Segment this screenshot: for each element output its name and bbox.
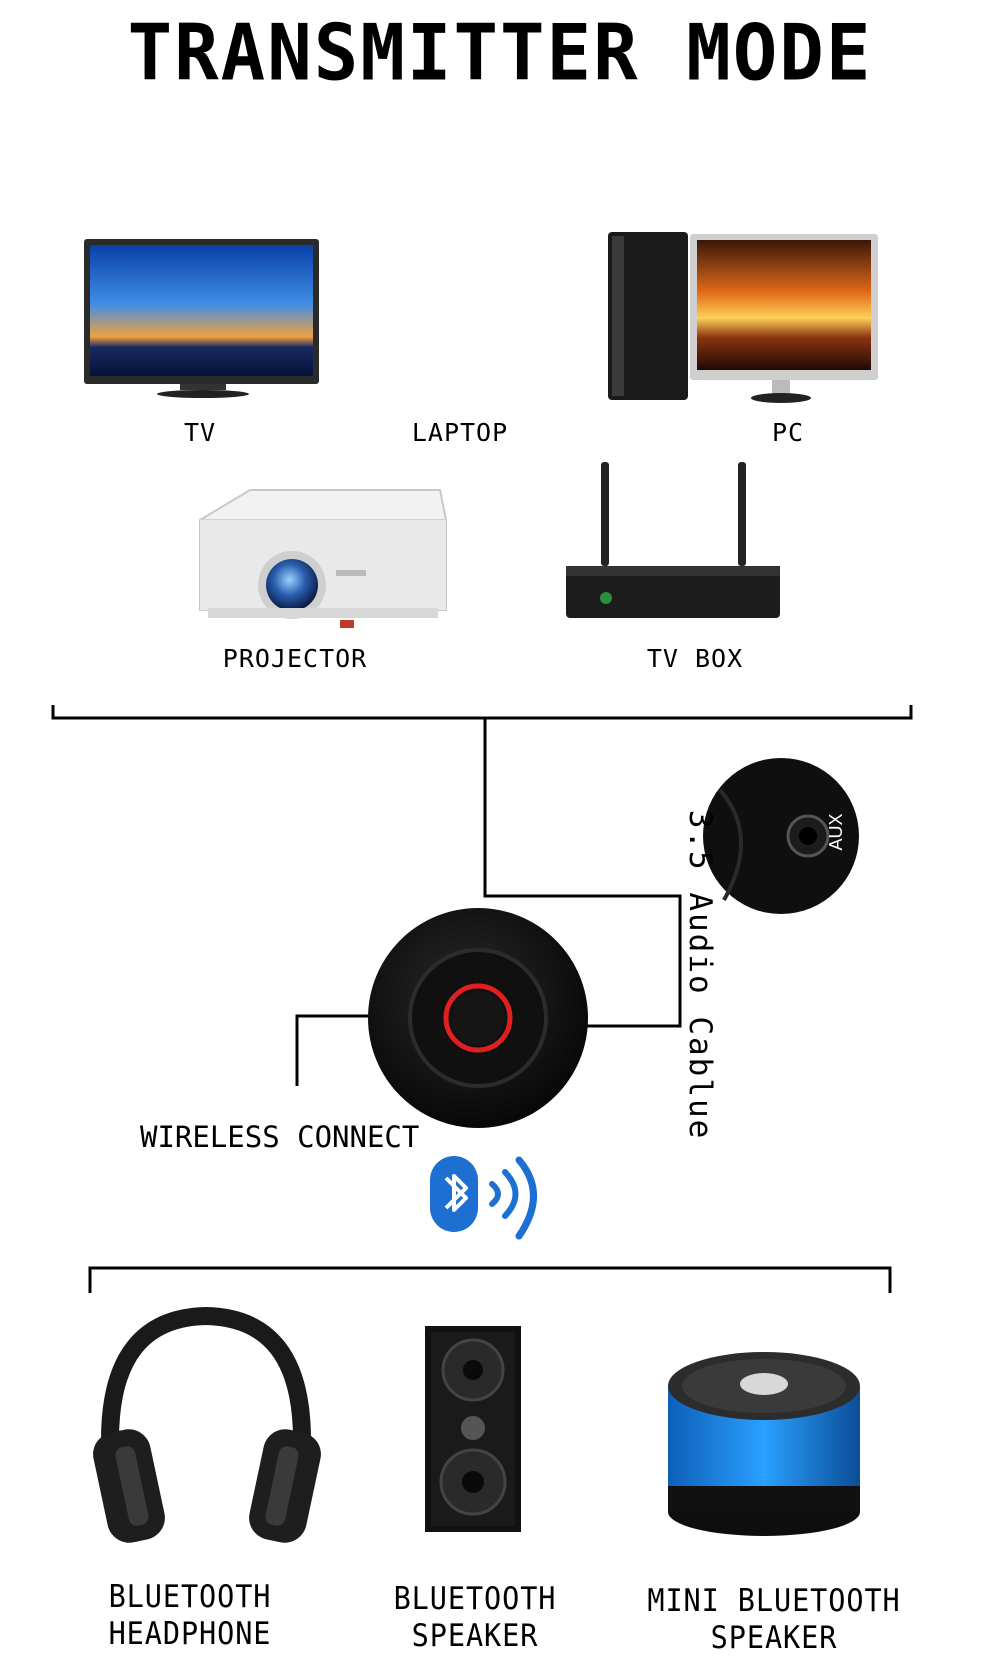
mini-speaker-label-line2: SPEAKER bbox=[710, 1620, 838, 1656]
mini-speaker-label: MINI BLUETOOTH SPEAKER bbox=[636, 1583, 912, 1657]
cable-label: 3.5 Audio Cablue bbox=[682, 809, 718, 1141]
aux-label: AUX bbox=[826, 813, 846, 851]
bluetooth-icon bbox=[430, 1156, 537, 1240]
pc-label: PC bbox=[771, 418, 805, 447]
headphone-label-line2: HEADPHONE bbox=[108, 1616, 272, 1652]
transmitter-device-icon bbox=[368, 908, 588, 1128]
speaker-label-line1: BLUETOOTH bbox=[393, 1581, 557, 1617]
mini-speaker-label-line1: MINI BLUETOOTH bbox=[647, 1583, 901, 1619]
headphone-icon bbox=[93, 1306, 321, 1543]
laptop-label: LAPTOP bbox=[411, 418, 509, 447]
projector-icon bbox=[199, 489, 447, 628]
speaker-label: BLUETOOTH SPEAKER bbox=[374, 1581, 576, 1655]
source-bracket bbox=[51, 705, 913, 1086]
output-bracket bbox=[88, 1266, 892, 1293]
tv-box-router-icon bbox=[566, 462, 780, 618]
speaker-label-line2: SPEAKER bbox=[411, 1618, 539, 1654]
tv-box-label: TV BOX bbox=[646, 644, 744, 673]
aux-port-icon bbox=[703, 758, 859, 914]
projector-label: PROJECTOR bbox=[222, 644, 368, 673]
speaker-icon bbox=[425, 1326, 521, 1532]
mini-speaker-icon bbox=[668, 1352, 860, 1536]
pc-icon bbox=[608, 232, 878, 403]
page-title: TRANSMITTER MODE bbox=[127, 7, 873, 99]
tv-label: TV bbox=[183, 418, 217, 447]
tv-icon bbox=[84, 239, 319, 398]
headphone-label-line1: BLUETOOTH bbox=[108, 1579, 272, 1615]
headphone-label: BLUETOOTH HEADPHONE bbox=[89, 1579, 291, 1653]
wireless-connect-label: WIRELESS CONNECT bbox=[140, 1120, 420, 1154]
